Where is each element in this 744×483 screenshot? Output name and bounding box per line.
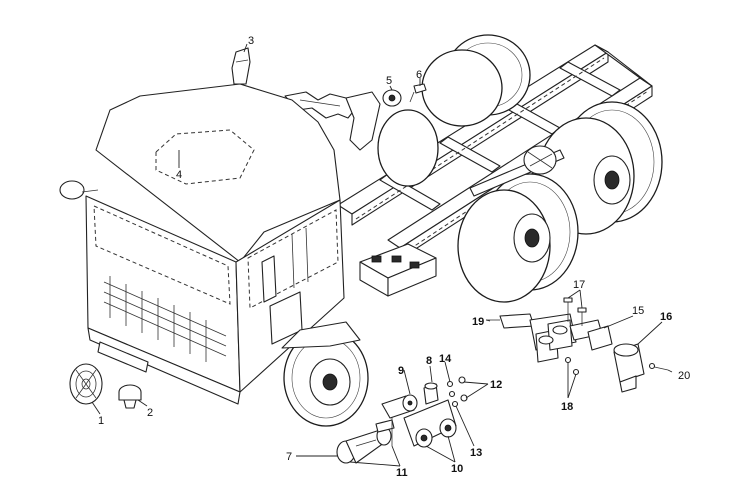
callout-9: 9 xyxy=(398,365,404,377)
callout-20: 20 xyxy=(678,370,690,382)
part-18-washers xyxy=(564,356,580,376)
part-19-harness xyxy=(486,313,535,329)
callout-7: 7 xyxy=(286,451,292,463)
callout-17: 17 xyxy=(573,279,585,291)
battery-box xyxy=(359,243,437,297)
callout-6: 6 xyxy=(416,69,422,81)
part-6-bolt xyxy=(409,83,427,103)
part-17-screws xyxy=(563,297,587,326)
callout-11: 11 xyxy=(396,467,408,479)
cab-mount-bracket xyxy=(284,91,381,151)
callout-5: 5 xyxy=(386,75,392,87)
part-2-sensor xyxy=(118,384,142,409)
rear-wheels-back xyxy=(377,34,531,187)
callout-10: 10 xyxy=(451,463,463,475)
rear-wheels-front xyxy=(457,145,579,303)
front-wheel xyxy=(281,321,369,427)
part-12-14-fasteners xyxy=(446,376,468,408)
part-3-bracket xyxy=(231,47,251,85)
callout-15: 15 xyxy=(632,305,644,317)
part-16-valve-unit xyxy=(613,343,645,393)
callout-4: 4 xyxy=(176,169,182,181)
part-15-solenoid-block xyxy=(529,313,613,363)
callout-16: 16 xyxy=(660,311,672,323)
part-7-pump xyxy=(336,414,395,464)
part-10-bracket xyxy=(403,399,457,448)
truck-cab xyxy=(59,83,345,405)
callout-18: 18 xyxy=(561,401,573,413)
part-9-valve xyxy=(381,394,418,419)
callout-labels: 1 2 3 4 5 6 7 8 9 10 11 12 13 14 15 16 1… xyxy=(98,35,690,479)
callout-8: 8 xyxy=(426,355,432,367)
callout-19: 19 xyxy=(472,316,484,328)
callout-13: 13 xyxy=(470,447,482,459)
callout-2: 2 xyxy=(147,407,153,419)
callout-1: 1 xyxy=(98,415,104,427)
part-1-horn xyxy=(69,363,103,405)
callout-14: 14 xyxy=(439,353,452,365)
part-20-bolt xyxy=(648,362,669,371)
callout-3: 3 xyxy=(248,35,254,47)
leader-lines xyxy=(91,43,673,467)
callout-12: 12 xyxy=(490,379,502,391)
part-8-fitting xyxy=(423,382,439,405)
part-5-bushing xyxy=(382,89,402,107)
